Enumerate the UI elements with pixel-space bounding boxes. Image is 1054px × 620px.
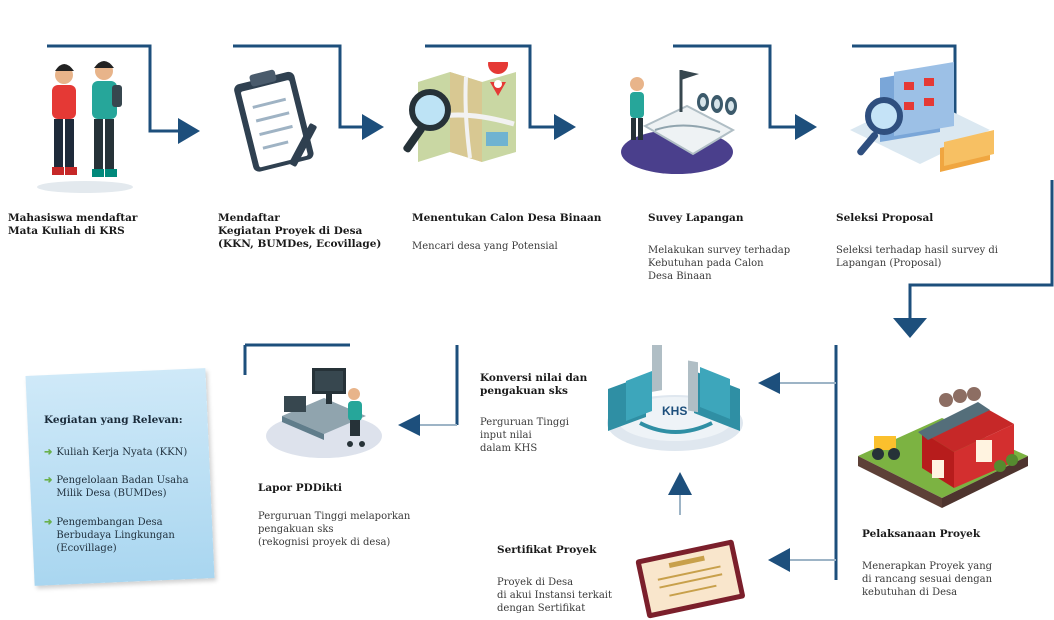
step-7-title: Sertifikat Proyek xyxy=(497,544,597,556)
computer-desk-icon xyxy=(266,368,382,458)
arrow-down-1 xyxy=(893,318,927,338)
arrow-left-2 xyxy=(768,548,790,572)
step-7-desc: Proyek di Desa di akui Instansi terkait … xyxy=(497,577,613,614)
arrow-left-1 xyxy=(758,372,780,394)
step-8-title: Konversi nilai dan pengakuan sks xyxy=(480,372,588,397)
step-3-desc: Mencari desa yang Potensial xyxy=(412,241,558,252)
step-1-title: Mahasiswa mendaftar Mata Kuliah di KRS xyxy=(8,212,138,237)
step-3-title: Menentukan Calon Desa Binaan xyxy=(412,212,602,224)
farm-icon xyxy=(858,387,1028,508)
step-4-title: Suvey Lapangan xyxy=(648,212,744,224)
certificate-icon xyxy=(635,539,746,619)
card-title: Kegiatan yang Relevan: xyxy=(44,414,183,426)
connector-1 xyxy=(47,44,178,133)
green-arrow-icon: ➜ xyxy=(44,475,53,486)
arrow-right-4 xyxy=(795,114,817,140)
step-6-desc: Menerapkan Proyek yang di rancang sesuai… xyxy=(862,561,993,598)
connector-5 xyxy=(852,44,957,128)
connector-2 xyxy=(233,44,362,129)
arrow-right-3 xyxy=(554,114,576,140)
card-item-kkn: ➜Kuliah Kerja Nyata (KKN) xyxy=(44,447,188,458)
step-8-desc: Perguruan Tinggi input nilai dalam KHS xyxy=(480,417,569,454)
step-5-desc: Seleksi terhadap hasil survey di Lapanga… xyxy=(836,245,998,269)
connector-4 xyxy=(673,44,795,129)
clipboard-icon xyxy=(234,69,317,172)
arrow-up-1 xyxy=(668,472,692,495)
connector-6 xyxy=(908,180,1054,318)
khs-icon: KHS xyxy=(607,345,743,451)
students-icon xyxy=(37,61,133,193)
khs-badge: KHS xyxy=(662,404,687,418)
step-2-title: Mendaftar Kegiatan Proyek di Desa (KKN, … xyxy=(218,212,382,250)
step-5-title: Seleksi Proposal xyxy=(836,212,934,224)
arrow-right-1 xyxy=(178,118,200,144)
card-item-bumdes: ➜Pengelolaan Badan Usaha Milik Desa (BUM… xyxy=(44,475,189,499)
arrow-right-2 xyxy=(362,114,384,140)
step-4-desc: Melakukan survey terhadap Kebutuhan pada… xyxy=(648,245,791,282)
green-arrow-icon: ➜ xyxy=(44,447,53,458)
card-item-ecovillage: ➜Pengembangan Desa Berbudaya Lingkungan … xyxy=(44,517,175,554)
proposal-icon xyxy=(850,62,994,172)
step-6-title: Pelaksanaan Proyek xyxy=(862,528,981,540)
arrow-left-3 xyxy=(398,414,420,436)
survey-icon xyxy=(621,70,737,174)
map-search-icon xyxy=(403,62,516,162)
step-9-desc: Perguruan Tinggi melaporkan pengakuan sk… xyxy=(258,511,411,548)
connector-3 xyxy=(425,44,554,129)
step-9-title: Lapor PDDikti xyxy=(258,482,342,494)
green-arrow-icon: ➜ xyxy=(44,517,53,528)
